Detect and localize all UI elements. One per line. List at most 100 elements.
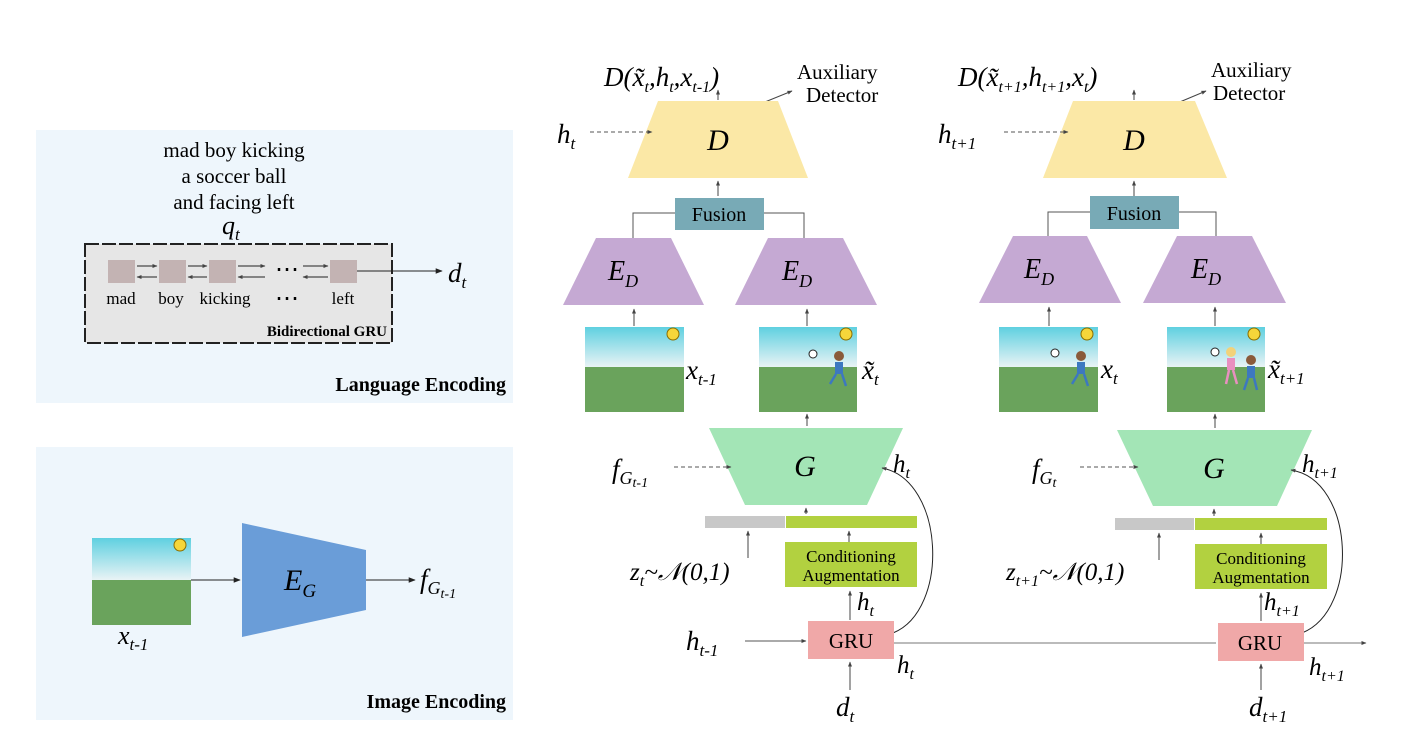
gen-t-hidden-label: ht — [893, 451, 911, 482]
girl-figure-icon — [1224, 347, 1239, 385]
caption-line-1: mad boy kicking — [163, 138, 305, 162]
fusion-t1 — [1090, 196, 1179, 229]
fusion-t-label: Fusion — [692, 204, 746, 226]
soccer-ball-icon — [808, 349, 818, 359]
bidirectional-gru-label: Bidirectional GRU — [267, 324, 387, 340]
aux-detector-t1-line2: Detector — [1213, 81, 1285, 105]
gru-cell-t1-label: GRU — [1238, 631, 1282, 655]
gru-token-arrows — [136, 264, 443, 279]
discriminator-t1 — [1043, 101, 1227, 178]
token-word-ellipsis: ⋯ — [275, 286, 299, 312]
encoder-ed-t-left — [563, 238, 704, 305]
prev-image-t — [585, 327, 684, 412]
gru-t1-to-gen-curve — [1290, 468, 1343, 634]
discriminator-t — [628, 101, 808, 178]
token-word-kicking: kicking — [200, 289, 251, 308]
token-box-mad — [108, 260, 135, 283]
token-box-boy — [159, 260, 186, 283]
encoder-ed-t1-left — [979, 236, 1121, 303]
language-encoding-title: Language Encoding — [335, 374, 506, 396]
conditioning-augmentation-t — [785, 542, 917, 587]
encoder-ed-t1-right — [1143, 236, 1286, 303]
noise-bar-t1 — [1115, 518, 1194, 530]
aux-detector-t-line1: Auxiliary — [797, 60, 878, 84]
gru-cell-t-label: GRU — [829, 629, 873, 653]
encoder-ed-t-right-label: ED — [781, 256, 812, 291]
ca-t-hidden-label: ht — [857, 589, 875, 620]
ca-t-line2: Augmentation — [802, 566, 900, 585]
fusion-t-left-link — [632, 212, 675, 238]
noise-t-label: zt~𝒩(0,1) — [629, 559, 730, 590]
image-encoder-eg — [242, 523, 366, 637]
ca-t1-line1: Conditioning — [1216, 549, 1306, 568]
gru-t-output-label: ht — [897, 652, 915, 683]
boy-figure-icon — [828, 351, 848, 387]
gen-t1-hidden-label: ht+1 — [1302, 451, 1338, 482]
fusion-t1-left-link — [1047, 211, 1090, 236]
generated-image-t1-label: x̃t+1 — [1267, 354, 1305, 388]
condition-bar-t — [786, 516, 917, 528]
gru-t-input-label: ht-1 — [686, 626, 718, 660]
generator-t1 — [1117, 430, 1312, 506]
time-step-t: D(x̃t,ht,xt-1) Auxiliary Detector D ht F… — [557, 60, 934, 726]
fusion-t-right-link — [764, 212, 805, 238]
token-box-left — [330, 260, 357, 283]
noise-bar-t — [705, 516, 785, 528]
aux-detector-t-line2: Detector — [806, 83, 878, 107]
image-encoding-panel: xt-1 EG fGt-1 Image Encoding — [36, 447, 513, 720]
fusion-t1-right-link — [1179, 211, 1217, 236]
conditioning-augmentation-t1 — [1195, 544, 1327, 589]
gen-t-feature-label: fGt-1 — [612, 454, 648, 491]
soccer-ball-icon — [1050, 348, 1060, 358]
ca-t1-line2: Augmentation — [1212, 568, 1310, 587]
image-feature-label: fGt-1 — [420, 564, 456, 602]
ca-t1-hidden-label: ht+1 — [1264, 589, 1300, 620]
caption-line-2: a soccer ball — [182, 164, 287, 188]
disc-output-t1: D(x̃t+1,ht+1,xt) — [957, 62, 1097, 96]
query-label: qt — [222, 211, 241, 244]
language-output-label: dt — [448, 258, 468, 292]
disc-t1-hidden-label: ht+1 — [938, 119, 976, 153]
gru-cell-t1 — [1218, 623, 1304, 661]
time-step-t-plus-1: D(x̃t+1,ht+1,xt) Auxiliary Detector D ht… — [938, 58, 1367, 726]
token-box-kicking — [209, 260, 236, 283]
encoder-ed-t-right — [735, 238, 877, 305]
gru-t-to-gen-curve — [881, 466, 934, 634]
generator-t — [709, 428, 903, 505]
encoder-ed-t1-left-label: ED — [1023, 254, 1054, 289]
boy-figure-icon — [1070, 351, 1090, 387]
d-t-label: dt — [836, 692, 856, 726]
soccer-ball-icon — [1210, 347, 1220, 357]
disc-t-hidden-label: ht — [557, 119, 577, 153]
gru-ellipsis-top: ⋯ — [275, 257, 299, 283]
prev-image-t-label: xt-1 — [685, 355, 717, 389]
language-encoding-panel: mad boy kicking a soccer ball and facing… — [36, 130, 513, 403]
caption-line-3: and facing left — [173, 190, 294, 214]
discriminator-t-label: D — [706, 124, 729, 157]
image-encoding-input-image — [92, 538, 191, 625]
disc-output-t: D(x̃t,ht,xt-1) — [603, 62, 719, 96]
token-word-left: left — [332, 289, 355, 308]
prev-image-t1 — [999, 327, 1098, 412]
gen-t1-feature-label: fGt — [1032, 454, 1058, 491]
condition-bar-t1 — [1195, 518, 1327, 530]
fusion-t1-label: Fusion — [1107, 203, 1161, 225]
token-word-boy: boy — [158, 289, 184, 308]
token-word-mad: mad — [106, 289, 136, 308]
generated-image-t1 — [1167, 327, 1265, 412]
prev-image-t1-label: xt — [1100, 354, 1119, 388]
gru-t1-output-label: ht+1 — [1309, 654, 1345, 685]
image-input-label: xt-1 — [117, 621, 148, 654]
image-encoder-label: EG — [283, 564, 316, 602]
aux-detector-t1-line1: Auxiliary — [1211, 58, 1292, 82]
generated-image-t-label: x̃t — [861, 355, 880, 389]
encoder-ed-t-left-label: ED — [607, 256, 638, 291]
generated-image-t — [759, 327, 857, 412]
generator-t-label: G — [794, 450, 816, 483]
d-t1-label: dt+1 — [1249, 692, 1287, 726]
ca-t-line1: Conditioning — [806, 547, 896, 566]
discriminator-t1-label: D — [1122, 124, 1145, 157]
fusion-t — [675, 198, 764, 230]
noise-t1-label: zt+1~𝒩(0,1) — [1005, 559, 1124, 590]
